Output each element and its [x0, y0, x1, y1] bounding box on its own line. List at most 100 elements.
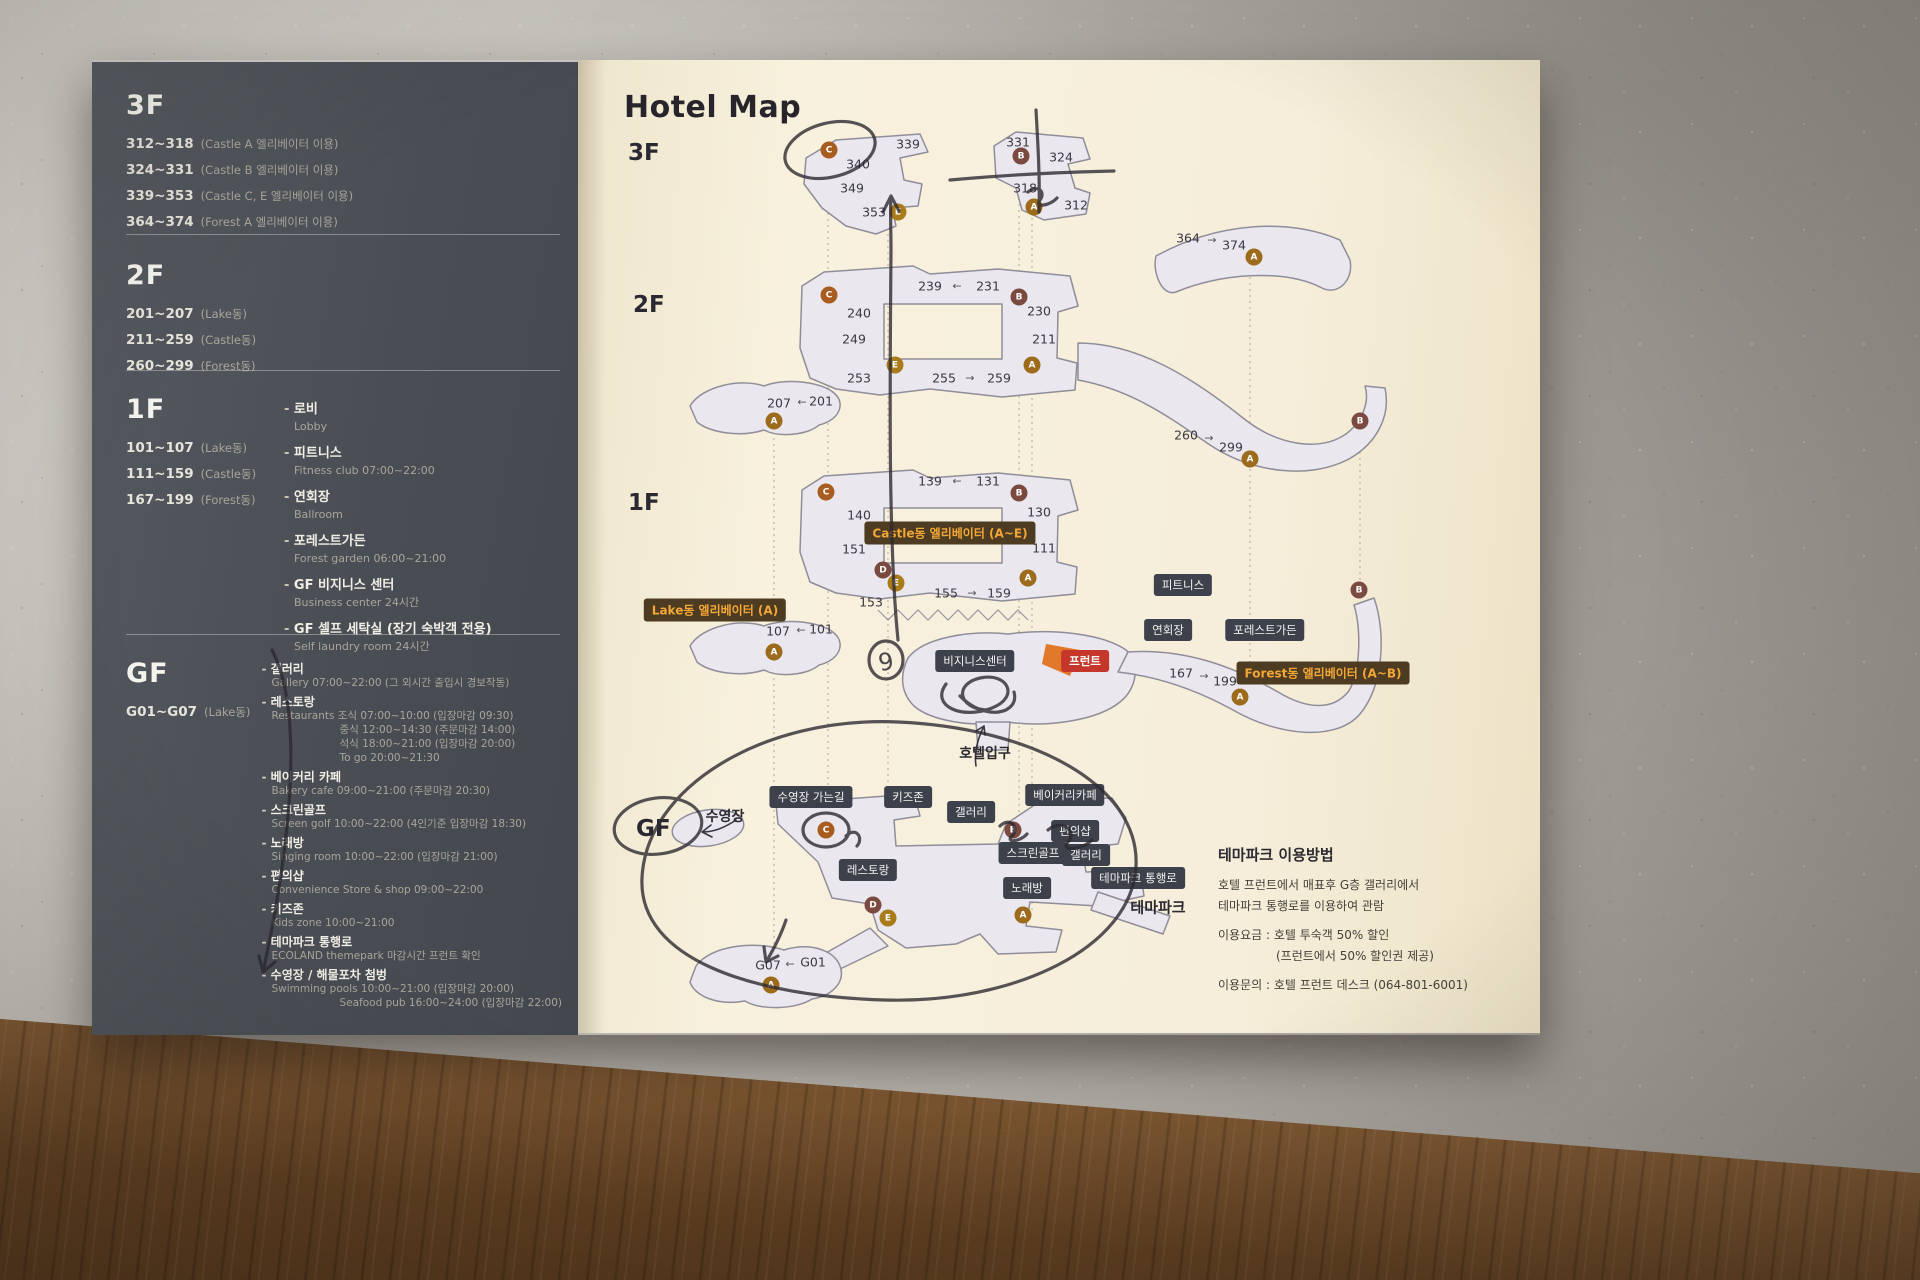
room-label: 231 [976, 278, 1000, 294]
room-range: 211~259(Castle동) [126, 327, 256, 353]
range-text: 260~299 [126, 358, 194, 374]
amenity-desc: Seafood pub 16:00~24:00 (입장마감 22:00) [339, 997, 562, 1009]
amenity-desc: 중식 12:00~14:30 (주문마감 14:00) [339, 724, 516, 736]
amenity-desc: Business center 24시간 [294, 596, 420, 609]
section-divider [126, 234, 560, 235]
themepark-info-line: 이용요금 : 호텔 투숙객 50% 할인 [1218, 928, 1390, 942]
amenity-desc: Bakery cafe 09:00~21:00 (주문마감 20:30) [271, 785, 490, 797]
range-text: 312~318 [126, 136, 194, 152]
range-note: (Forest동) [200, 493, 256, 507]
room-range: 201~207 (Lake동) [126, 301, 256, 327]
range-note: (Forest동) [200, 359, 256, 373]
elevator-marker-a: A [1019, 569, 1037, 587]
outline-1f-lobby [901, 630, 1136, 725]
label-gallery: 갤러리 [1062, 844, 1110, 866]
room-label: 312 [1064, 197, 1088, 213]
room-label: 249 [842, 331, 866, 347]
section-2f: 2F 201~207 (Lake동) 211~259(Castle동) 260~2… [126, 260, 256, 379]
room-label: 374 [1222, 237, 1246, 253]
room-label: 201 [809, 393, 833, 409]
elevator-marker-e: E [879, 909, 897, 927]
room-label: 211 [1032, 331, 1056, 347]
label-themepark-way: 테마파크 통행로 [1091, 867, 1185, 889]
amenity-desc: Gallery 07:00~22:00 (그 외시간 출입시 경보작동) [271, 677, 510, 689]
elevator-marker-b: B [1010, 484, 1028, 502]
elevator-marker-a: A [1241, 450, 1259, 468]
elevator-marker-b: B [1010, 288, 1028, 306]
room-label: 339 [896, 136, 920, 152]
map-title: Hotel Map [624, 90, 802, 125]
elevator-marker-b: B [1004, 821, 1022, 839]
direction-arrow: ← [785, 957, 795, 971]
amenity-desc: Screen golf 10:00~22:00 (4인기준 입장마감 18:30… [271, 818, 527, 830]
elevator-marker-a: A [765, 643, 783, 661]
amenity-desc: Convenience Store & shop 09:00~22:00 [271, 884, 484, 896]
label-restaurant: 레스토랑 [838, 859, 898, 881]
range-text: 167~199 [126, 492, 194, 508]
room-label: 255 [932, 370, 956, 386]
range-note: (Castle B 엘리베이터 이용) [200, 163, 339, 177]
amenity-name: 수영장 / 해물포차 첨벙 [261, 968, 562, 982]
elevator-marker-a: A [765, 412, 783, 430]
themepark-info-title: 테마파크 이용방법 [1218, 846, 1334, 864]
room-range: 111~159(Castle동) [126, 461, 284, 487]
direction-arrow: → [1204, 431, 1214, 445]
label-convenience-shop: 편의샵 [1051, 820, 1099, 842]
amenity-desc: Self laundry room 24시간 [294, 640, 430, 653]
room-label: 318 [1013, 180, 1037, 196]
room-label: 153 [859, 594, 883, 610]
floor-label-2f: 2F [633, 292, 665, 318]
room-label: 111 [1032, 540, 1056, 556]
range-text: 324~331 [126, 162, 194, 178]
direction-arrow: ← [952, 474, 962, 488]
range-note: (Castle동) [200, 333, 257, 347]
amenity-item: 레스토랑 Restaurants 조식 07:00~10:00 (입장마감 09… [261, 695, 562, 765]
amenity-desc: Fitness club 07:00~22:00 [294, 464, 435, 477]
amenity-desc: Singing room 10:00~22:00 (입장마감 21:00) [271, 851, 498, 863]
direction-arrow: → [1207, 233, 1217, 247]
room-label: 199 [1213, 673, 1237, 689]
amenity-desc: ECOLAND themepark 마감시간 프런트 확인 [271, 950, 481, 962]
elevator-marker-a: A [1023, 356, 1041, 374]
amenity-name: 노래방 [261, 836, 562, 850]
range-text: G01~G07 [126, 704, 198, 720]
room-label: 167 [1169, 665, 1193, 681]
direction-arrow: ← [797, 395, 807, 409]
floor-heading: 2F [126, 260, 166, 291]
range-note: (Castle동) [200, 467, 257, 481]
room-label: 155 [934, 585, 958, 601]
label-bakery-cafe: 베이커리카페 [1025, 784, 1105, 806]
label-themepark: 테마파크 [1130, 898, 1186, 917]
floor-label-gf: GF [636, 816, 671, 842]
room-label: 259 [987, 370, 1011, 386]
themepark-info-line: 이용문의 : 호텔 프런트 데스크 (064-801-6001) [1218, 978, 1468, 992]
amenity-desc: Lobby [294, 420, 328, 433]
room-label: 207 [767, 395, 791, 411]
range-note: (Lake동) [200, 441, 248, 455]
range-note: (Lake동) [200, 307, 248, 321]
elevator-marker-c: C [820, 286, 838, 304]
amenity-name: GF 셀프 세탁실 (장기 숙박객 전용) [284, 618, 560, 637]
amenity-item: 수영장 / 해물포차 첨벙 Swimming pools 10:00~21:00… [261, 968, 562, 1010]
room-label: 253 [847, 370, 871, 386]
room-label: 260 [1174, 427, 1198, 443]
range-text: 201~207 [126, 306, 194, 322]
amenity-item: GF 셀프 세탁실 (장기 숙박객 전용) Self laundry room 2… [284, 618, 560, 654]
room-label: 353 [862, 204, 886, 220]
amenity-name: 편의샵 [261, 869, 562, 883]
floor-heading: 3F [126, 90, 166, 121]
room-label: 131 [976, 473, 1000, 489]
amenity-name: 테마파크 통행로 [261, 935, 562, 949]
amenity-name: 포레스트가든 [284, 530, 560, 549]
elevator-marker-c: C [817, 483, 835, 501]
label-gallery: 갤러리 [947, 801, 995, 823]
